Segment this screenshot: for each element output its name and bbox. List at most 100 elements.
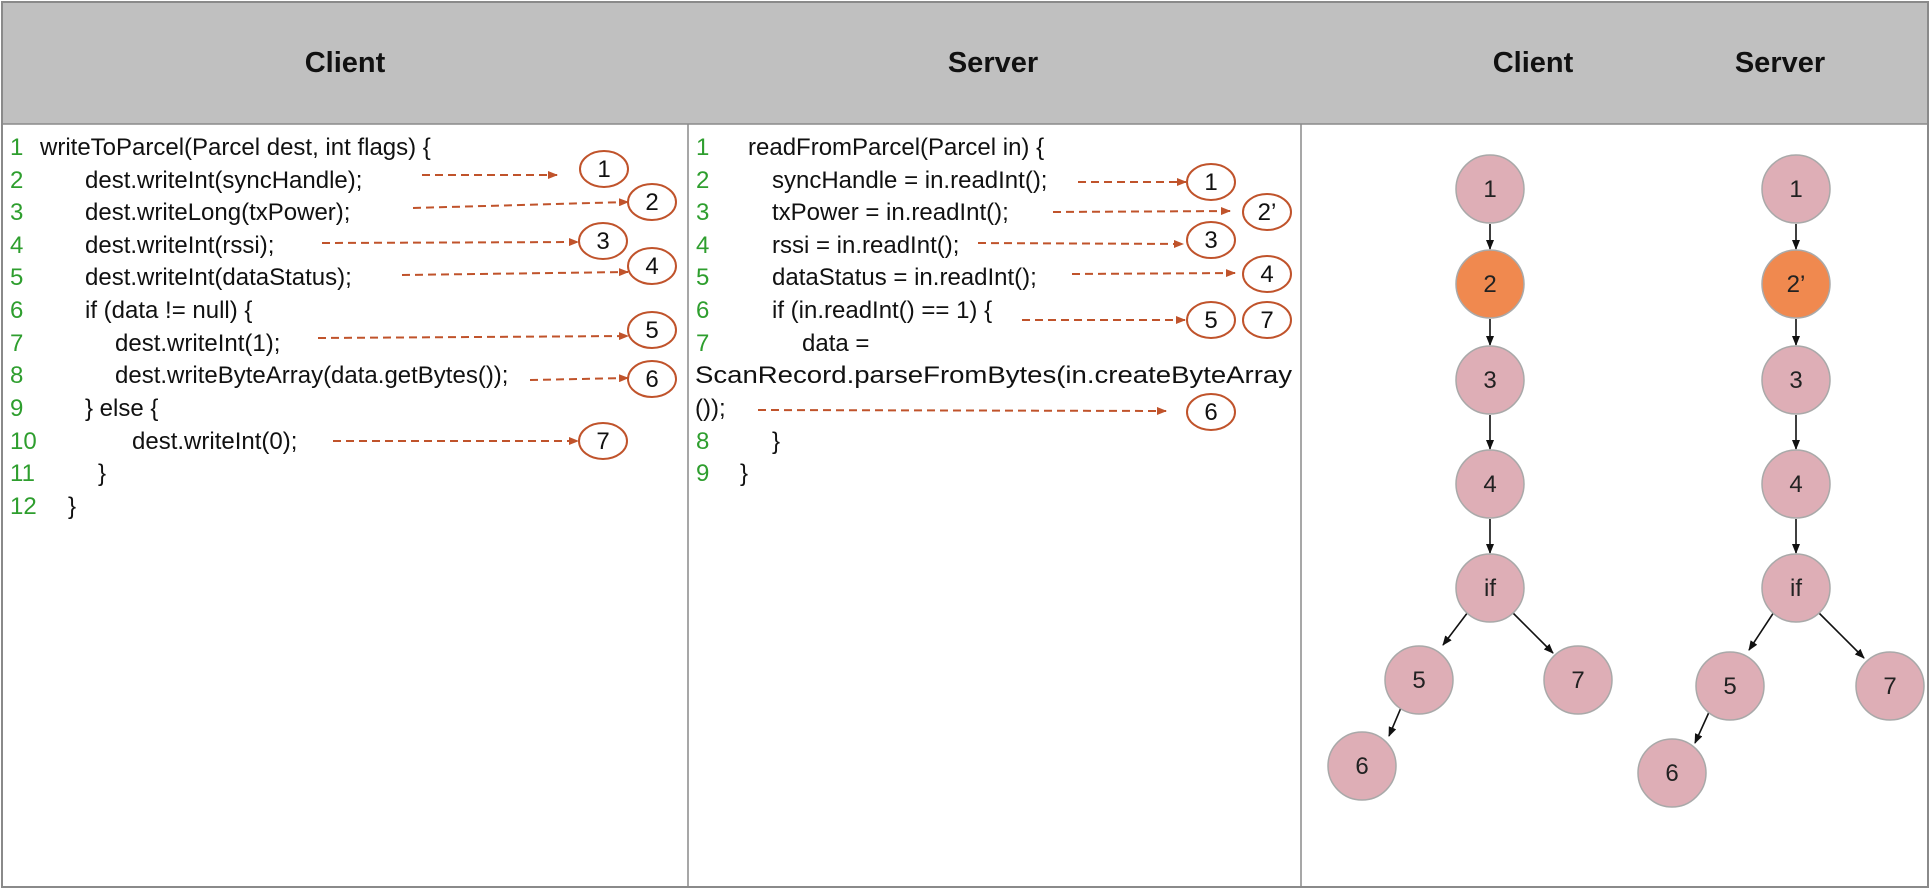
tree-node-label: 7 (1883, 673, 1896, 700)
server-code-line: ()); (695, 395, 726, 422)
marker-label: 5 (645, 317, 658, 344)
marker-label: 1 (597, 156, 610, 183)
tree-node (1455, 553, 1525, 623)
tree-edge (1694, 709, 1711, 744)
tree-node-label: 4 (1483, 471, 1496, 498)
marker-circle (627, 183, 677, 221)
tree-node (1761, 553, 1831, 623)
tree-edge (1511, 611, 1554, 654)
server-code-block: 1 readFromParcel(Parcel in) { 2 syncHand… (695, 134, 1292, 487)
dashed-arrow (977, 239, 1184, 248)
tree-node (1637, 738, 1707, 808)
tree-node-label: if (1790, 575, 1802, 602)
server-line-number: 5 (696, 264, 709, 291)
tree-node (1384, 645, 1454, 715)
server-code-line: ScanRecord.parseFromBytes(in.createByteA… (695, 362, 1292, 389)
client-code-line: dest.writeInt(1); (115, 330, 280, 357)
tree-node-label: 4 (1789, 471, 1802, 498)
client-line-number: 1 (10, 134, 23, 161)
client-line-number: 9 (10, 395, 23, 422)
tree-node-highlighted (1455, 249, 1525, 319)
marker-circle (578, 422, 628, 460)
client-line-number: 6 (10, 297, 23, 324)
tree-node (1455, 154, 1525, 224)
server-code-line: } (772, 428, 780, 455)
marker-circle (1242, 301, 1292, 339)
server-code-line: dataStatus = in.readInt(); (772, 264, 1037, 291)
server-line-number: 7 (696, 330, 709, 357)
tree-node-highlighted (1761, 249, 1831, 319)
dashed-arrow (757, 406, 1167, 415)
tree-node-label: 5 (1723, 673, 1736, 700)
marker-circle (1186, 221, 1236, 259)
server-tree: 1 2’ 3 4 if 5 7 6 (1637, 154, 1925, 808)
server-code-line: syncHandle = in.readInt(); (772, 167, 1047, 194)
tree-node (1695, 651, 1765, 721)
marker-circle (627, 247, 677, 285)
marker-circle (627, 360, 677, 398)
marker-label: 6 (645, 366, 658, 393)
tree-node-label: 7 (1571, 667, 1584, 694)
server-code-line: readFromParcel(Parcel in) { (748, 134, 1044, 161)
marker-label: 3 (596, 228, 609, 255)
marker-circle (1186, 301, 1236, 339)
tree-edge (1817, 611, 1865, 659)
marker-circle (1186, 163, 1236, 201)
server-read-markers: 1 2’ 3 4 5 7 6 (757, 163, 1292, 431)
tree-node (1543, 645, 1613, 715)
client-code-line: } (68, 493, 76, 520)
client-code-line: dest.writeInt(0); (132, 428, 297, 455)
marker-label: 2 (645, 189, 658, 216)
marker-circle (1242, 193, 1292, 231)
client-write-markers: 1 2 3 4 5 6 7 (317, 150, 677, 460)
client-code-line: writeToParcel(Parcel dest, int flags) { (39, 134, 431, 161)
tree-edge (1748, 611, 1775, 651)
tree-node-label: 3 (1789, 367, 1802, 394)
client-code-line: dest.writeLong(txPower); (85, 199, 350, 226)
client-code-line: } else { (85, 395, 158, 422)
client-code-line: } (98, 460, 106, 487)
tree-node-label: 2 (1483, 271, 1496, 298)
marker-label: 2’ (1258, 199, 1277, 226)
tree-node (1761, 154, 1831, 224)
server-line-number: 8 (696, 428, 709, 455)
header-band (2, 2, 1928, 124)
client-tree: 1 2 3 4 if 5 7 6 (1327, 154, 1613, 801)
server-line-number: 3 (696, 199, 709, 226)
header-server-code: Server (948, 47, 1038, 79)
marker-label: 7 (1260, 307, 1273, 334)
tree-node-label: 6 (1355, 753, 1368, 780)
dashed-arrow (412, 198, 629, 209)
tree-node-label: 5 (1412, 667, 1425, 694)
tree-node (1455, 345, 1525, 415)
client-line-number: 2 (10, 167, 23, 194)
marker-label: 3 (1204, 227, 1217, 254)
client-line-number: 3 (10, 199, 23, 226)
tree-node-label: 2’ (1787, 271, 1806, 298)
header-server-tree: Server (1735, 47, 1825, 79)
header-client-code: Client (305, 47, 386, 79)
tree-node (1761, 449, 1831, 519)
server-code-line: txPower = in.readInt(); (772, 199, 1009, 226)
tree-node-label: if (1484, 575, 1496, 602)
dashed-arrow (321, 238, 579, 247)
server-line-number: 6 (696, 297, 709, 324)
client-code-line: dest.writeInt(dataStatus); (85, 264, 352, 291)
marker-circle (579, 150, 629, 188)
server-line-number: 4 (696, 232, 709, 259)
client-code-line: if (data != null) { (85, 297, 252, 324)
client-code-line: dest.writeByteArray(data.getBytes()); (115, 362, 508, 389)
marker-circle (627, 311, 677, 349)
tree-node (1455, 449, 1525, 519)
dashed-arrow (529, 374, 629, 383)
server-line-number: 2 (696, 167, 709, 194)
client-line-number: 11 (10, 460, 35, 487)
marker-circle (1186, 393, 1236, 431)
tree-node-label: 3 (1483, 367, 1496, 394)
tree-node (1761, 345, 1831, 415)
client-code-line: dest.writeInt(rssi); (85, 232, 274, 259)
server-code-line: } (740, 460, 748, 487)
client-code-line: dest.writeInt(syncHandle); (85, 167, 362, 194)
client-line-number: 5 (10, 264, 23, 291)
